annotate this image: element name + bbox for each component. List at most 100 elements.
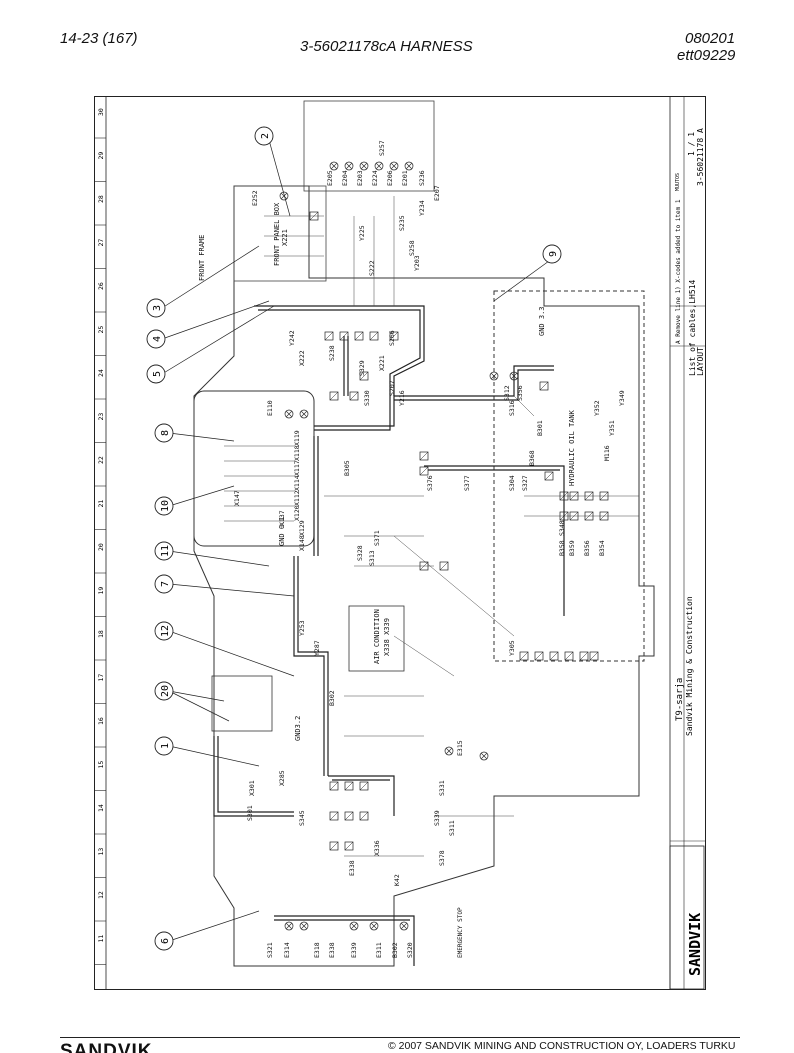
component-label: X118 bbox=[293, 445, 301, 461]
lamp-icon bbox=[509, 371, 519, 381]
component-label: B301 bbox=[536, 420, 544, 436]
component-label: Y216 bbox=[398, 390, 406, 406]
switch-valve-icon bbox=[339, 331, 349, 341]
component-label: M116 bbox=[603, 445, 611, 461]
front-panel-label: FRONT PANEL BOX bbox=[273, 202, 281, 266]
machine-outline bbox=[193, 185, 655, 967]
component-label: S258 bbox=[408, 240, 416, 256]
switch-valve-icon bbox=[439, 561, 449, 571]
lamp-icon bbox=[299, 921, 309, 931]
component-label: Y352 bbox=[593, 400, 601, 416]
company-name: Sandvik Mining & Construction bbox=[685, 596, 694, 736]
lamp-icon bbox=[444, 746, 454, 756]
column-number: 29 bbox=[97, 152, 105, 160]
component-label: Y349 bbox=[618, 390, 626, 406]
svg-text:9: 9 bbox=[548, 251, 559, 257]
component-label: B302 bbox=[328, 690, 336, 706]
column-number: 28 bbox=[97, 195, 105, 203]
air-condition-box bbox=[348, 605, 405, 672]
component-label: B302 bbox=[391, 942, 399, 958]
component-label: X114 bbox=[293, 475, 301, 491]
hydraulic-tank-area bbox=[493, 290, 645, 662]
callout-balloon-10: 10 bbox=[154, 496, 174, 516]
component-label: S356 bbox=[516, 385, 524, 401]
front-panel-box bbox=[233, 185, 327, 282]
switch-valve-icon bbox=[369, 331, 379, 341]
column-number: 22 bbox=[97, 456, 105, 464]
battery-box bbox=[211, 675, 273, 732]
thin-wires bbox=[224, 196, 639, 857]
document-title: 3-56021178cA HARNESS bbox=[300, 38, 473, 55]
callout-balloon-6: 6 bbox=[154, 931, 174, 951]
switch-valve-icon bbox=[599, 511, 609, 521]
switch-valve-icon bbox=[359, 811, 369, 821]
svg-text:7: 7 bbox=[160, 581, 171, 587]
component-label: S313 bbox=[368, 550, 376, 566]
component-label: X148 bbox=[298, 535, 306, 551]
column-number: 21 bbox=[97, 500, 105, 508]
switch-valve-icon bbox=[389, 331, 399, 341]
lamp-icon bbox=[299, 409, 309, 419]
component-label: S304 bbox=[508, 475, 516, 491]
component-label: S371 bbox=[373, 530, 381, 546]
air-condition-ids: X338 X339 bbox=[383, 618, 391, 656]
component-label: Y242 bbox=[288, 330, 296, 346]
switch-valve-icon bbox=[559, 511, 569, 521]
component-label: S312 bbox=[503, 385, 511, 401]
svg-text:5: 5 bbox=[152, 371, 163, 377]
lamp-icon bbox=[369, 921, 379, 931]
switch-valve-icon bbox=[344, 841, 354, 851]
component-label: B356 bbox=[583, 540, 591, 556]
switch-valve-icon bbox=[359, 781, 369, 791]
switch-valve-icon bbox=[564, 651, 574, 661]
component-label: X137 bbox=[278, 510, 286, 526]
component-label: E338 bbox=[328, 942, 336, 958]
switch-valve-icon bbox=[344, 781, 354, 791]
component-label: E318 bbox=[313, 942, 321, 958]
layout-label: LAYOUT bbox=[696, 347, 705, 376]
switch-valve-icon bbox=[544, 471, 554, 481]
component-label: Y225 bbox=[358, 225, 366, 241]
svg-text:1: 1 bbox=[160, 743, 171, 749]
component-label: S238 bbox=[328, 345, 336, 361]
switch-valve-icon bbox=[419, 466, 429, 476]
switch-valve-icon bbox=[354, 331, 364, 341]
column-number: 19 bbox=[97, 587, 105, 595]
top-area-box bbox=[303, 100, 435, 192]
component-label: X129 bbox=[298, 520, 306, 536]
gnd-right-label: GND 3.3 bbox=[538, 306, 546, 336]
callout-balloon-8: 8 bbox=[154, 423, 174, 443]
component-label: S327 bbox=[521, 475, 529, 491]
component-label: X112 bbox=[293, 490, 301, 506]
component-label: S266 bbox=[388, 330, 396, 346]
svg-text:10: 10 bbox=[160, 500, 171, 512]
lamp-icon bbox=[284, 921, 294, 931]
lamp-icon bbox=[284, 409, 294, 419]
front-frame-label: FRONT FRAME bbox=[198, 235, 206, 281]
switch-valve-icon bbox=[584, 491, 594, 501]
switch-valve-icon bbox=[329, 391, 339, 401]
component-label: S378 bbox=[438, 850, 446, 866]
wiring-diagram-sheet: 3029282726252423222120191817161514131211… bbox=[94, 96, 706, 990]
svg-text:4: 4 bbox=[152, 336, 163, 342]
footer-divider bbox=[60, 1037, 740, 1038]
component-label: S311 bbox=[448, 820, 456, 836]
component-label: S321 bbox=[266, 942, 274, 958]
svg-text:11: 11 bbox=[160, 545, 171, 557]
component-label: E315 bbox=[456, 740, 464, 756]
component-label: B359 bbox=[568, 540, 576, 556]
component-label: S331 bbox=[438, 780, 446, 796]
hydraulic-tank-label: HYDRAULIC OIL TANK bbox=[568, 409, 576, 486]
column-number: 30 bbox=[97, 108, 105, 116]
component-label: E204 bbox=[341, 170, 349, 186]
svg-text:12: 12 bbox=[160, 625, 171, 637]
callout-balloon-1: 1 bbox=[154, 736, 174, 756]
switch-valve-icon bbox=[324, 331, 334, 341]
component-label: E338 bbox=[348, 860, 356, 876]
title-block: A Remove line 1) X-codes added to item 1… bbox=[669, 96, 706, 990]
component-symbols bbox=[279, 161, 609, 931]
switch-valve-icon bbox=[329, 781, 339, 791]
component-label: S257 bbox=[378, 140, 386, 156]
component-label: B354 bbox=[598, 540, 606, 556]
